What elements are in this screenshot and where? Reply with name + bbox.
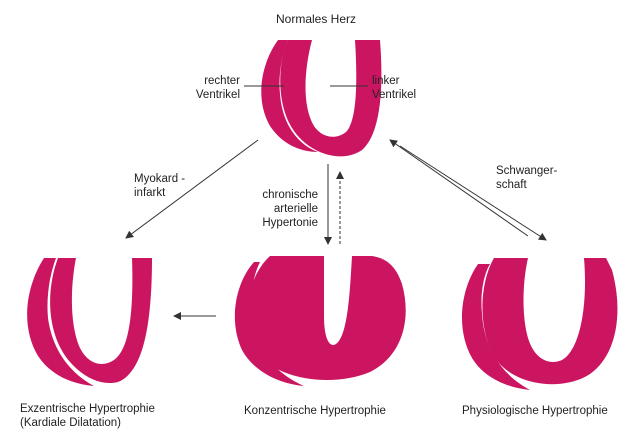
- label-eccentric: Exzentrische Hypertrophie (Kardiale Dila…: [20, 402, 155, 430]
- concentric-heart-left-ventricle: [247, 256, 406, 380]
- label-infarct: Myokard - infarkt: [134, 172, 185, 200]
- label-concentric: Konzentrische Hypertrophie: [244, 404, 386, 418]
- normal-heart: [244, 40, 381, 156]
- concentric-heart: [235, 256, 406, 386]
- label-pregnancy: Schwanger- schaft: [496, 164, 557, 192]
- physiological-heart: [462, 258, 617, 390]
- title: Normales Herz: [256, 12, 376, 26]
- label-physiological: Physiologische Hypertrophie: [462, 404, 608, 418]
- label-left-ventricle: linker Ventrikel: [372, 74, 416, 102]
- label-right-ventricle: rechter Ventrikel: [170, 74, 240, 102]
- arrow-to-physiological: [400, 146, 546, 240]
- eccentric-heart: [27, 258, 152, 386]
- physiological-heart-left-ventricle: [482, 258, 617, 384]
- label-hypertension: chronische arterielle Hypertonie: [236, 188, 318, 230]
